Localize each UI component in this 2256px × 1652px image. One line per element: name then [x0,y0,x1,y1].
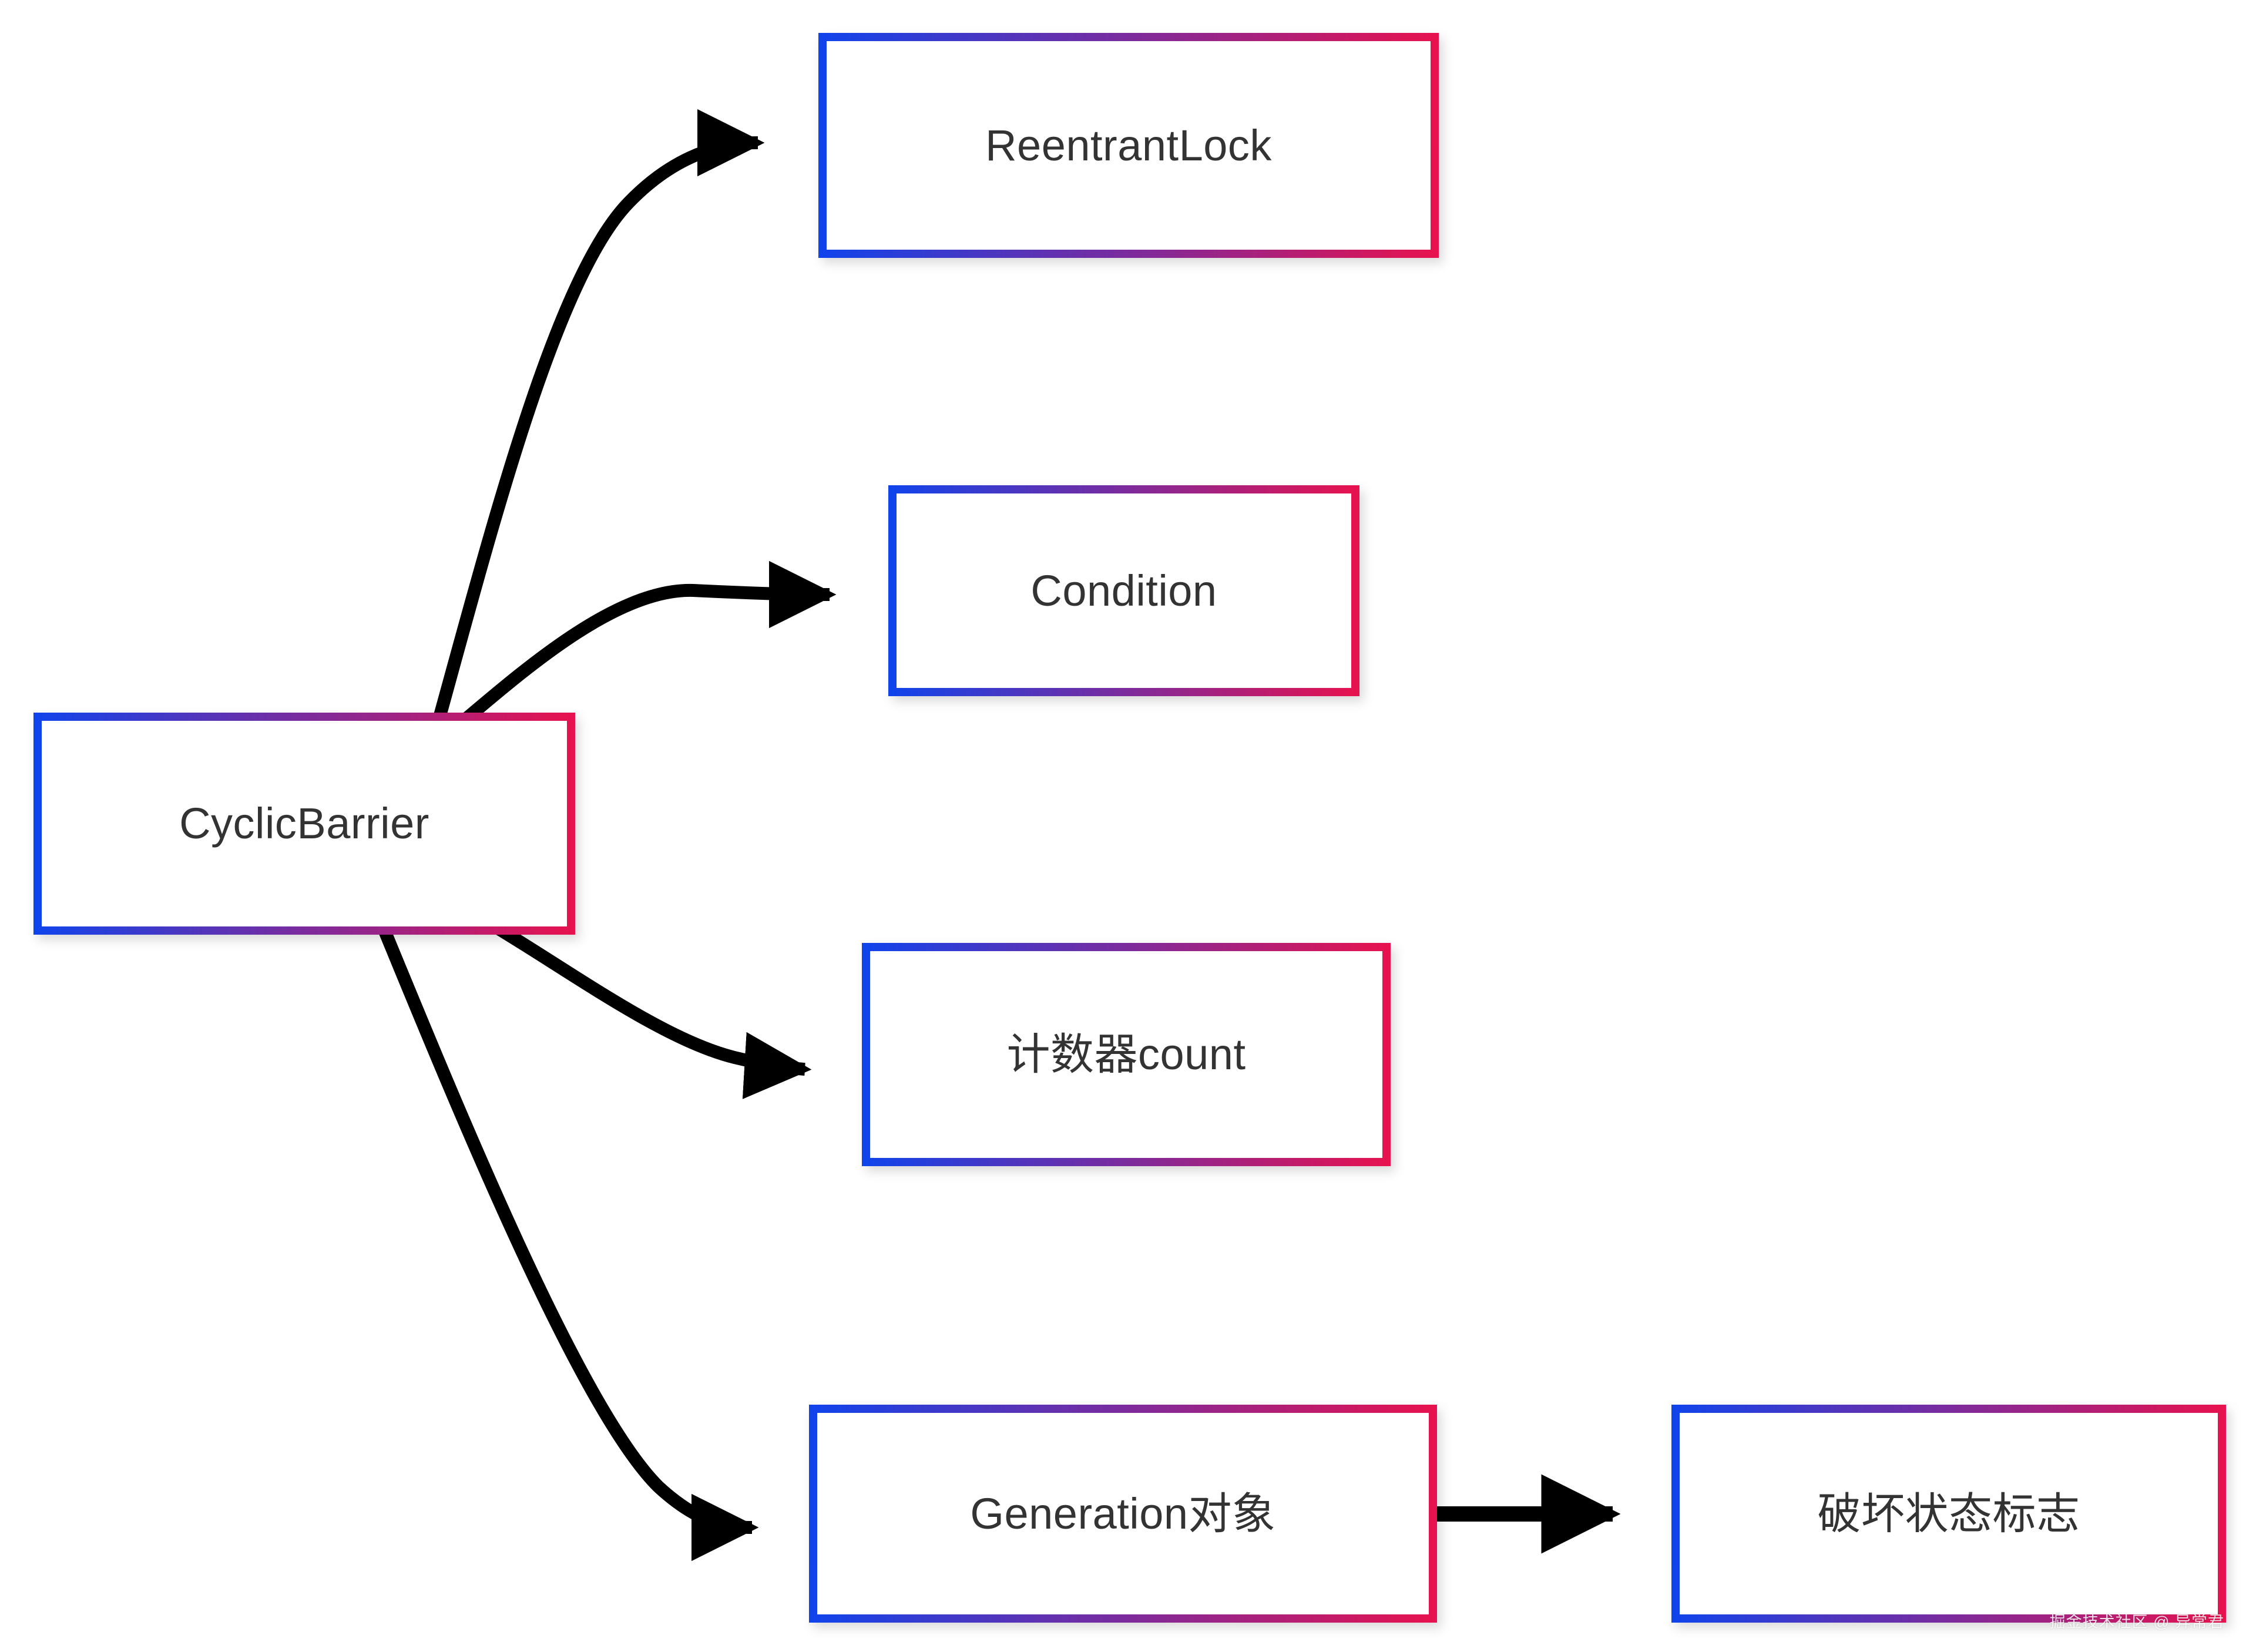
node-condition[interactable]: Condition [888,485,1359,696]
node-label-counter-count: 计数器count [1006,1030,1246,1079]
edge-barrier-to-generation [358,878,759,1562]
edge-barrier-to-condition [407,560,837,769]
node-label-cyclic-barrier: CyclicBarrier [179,799,429,848]
node-broken-state-flag[interactable]: 破坏状态标志 [1671,1405,2226,1623]
node-counter-count[interactable]: 计数器count [862,943,1391,1166]
node-label-reentrant-lock: ReentrantLock [985,120,1272,170]
node-label-condition: Condition [1030,566,1217,615]
node-cyclic-barrier[interactable]: CyclicBarrier [33,713,575,935]
node-label-generation-object: Generation对象 [970,1489,1276,1538]
node-reentrant-lock[interactable]: ReentrantLock [818,33,1439,258]
node-generation-object[interactable]: Generation对象 [809,1405,1437,1623]
node-label-broken-state-flag: 破坏状态标志 [1817,1489,2080,1538]
